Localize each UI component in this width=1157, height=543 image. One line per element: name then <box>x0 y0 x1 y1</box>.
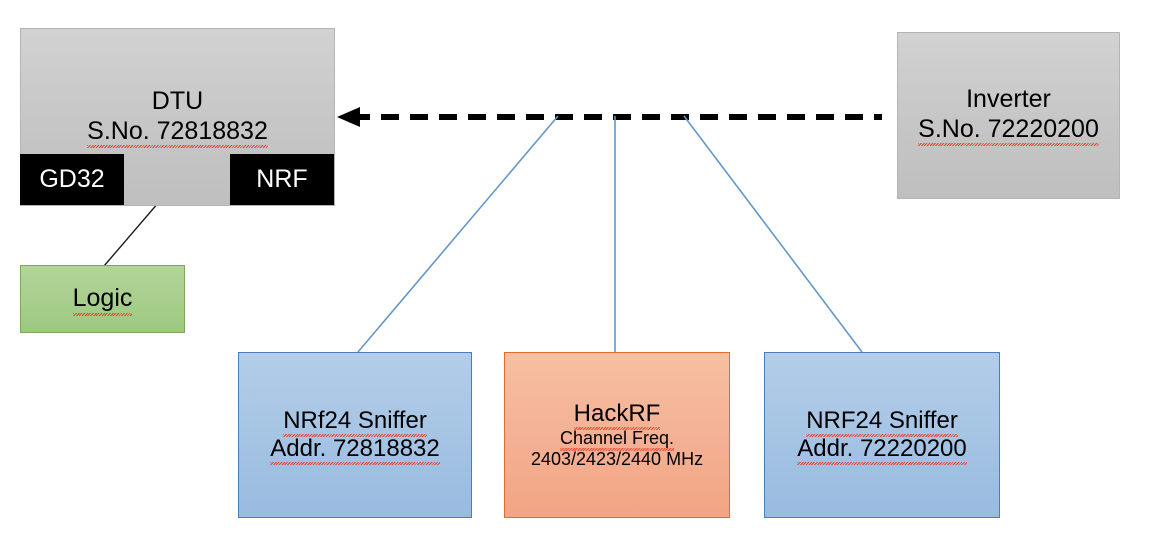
dtu-serial: S.No. 72818832 <box>87 116 268 148</box>
logic-label: Logic <box>72 284 133 316</box>
sniffer-left-title: NRf24 Sniffer <box>283 406 427 438</box>
logic-node[interactable]: Logic <box>20 265 185 333</box>
sniffer-left-address: Addr. 72818832 <box>270 435 440 466</box>
hackrf-node[interactable]: HackRF Channel Freq. 2403/2423/2440 MHz <box>504 352 730 518</box>
connector-sniffer-right-tap <box>683 115 863 353</box>
sniffer-right-title: NRF24 Sniffer <box>806 406 958 438</box>
connector-sniffer-left-tap <box>357 115 559 353</box>
nrf-label: NRF <box>256 165 308 193</box>
gd32-node[interactable]: GD32 <box>20 154 124 205</box>
inverter-serial: S.No. 72220200 <box>918 114 1099 146</box>
inverter-node[interactable]: Inverter S.No. 72220200 <box>897 32 1120 199</box>
hackrf-channel-freq-label: Channel Freq. <box>559 427 675 452</box>
inverter-title: Inverter <box>966 85 1051 113</box>
gd32-label: GD32 <box>39 165 105 193</box>
sniffer-right-address: Addr. 72220200 <box>797 435 967 466</box>
hackrf-title: HackRF <box>573 399 661 431</box>
sniffer-left-node[interactable]: NRf24 Sniffer Addr. 72818832 <box>238 352 472 518</box>
dtu-title: DTU <box>151 87 204 115</box>
hackrf-channel-freq-values: 2403/2423/2440 MHz <box>530 449 704 470</box>
sniffer-right-node[interactable]: NRF24 Sniffer Addr. 72220200 <box>764 352 1000 518</box>
nrf-node[interactable]: NRF <box>230 154 334 205</box>
arrowhead-left <box>337 107 360 127</box>
